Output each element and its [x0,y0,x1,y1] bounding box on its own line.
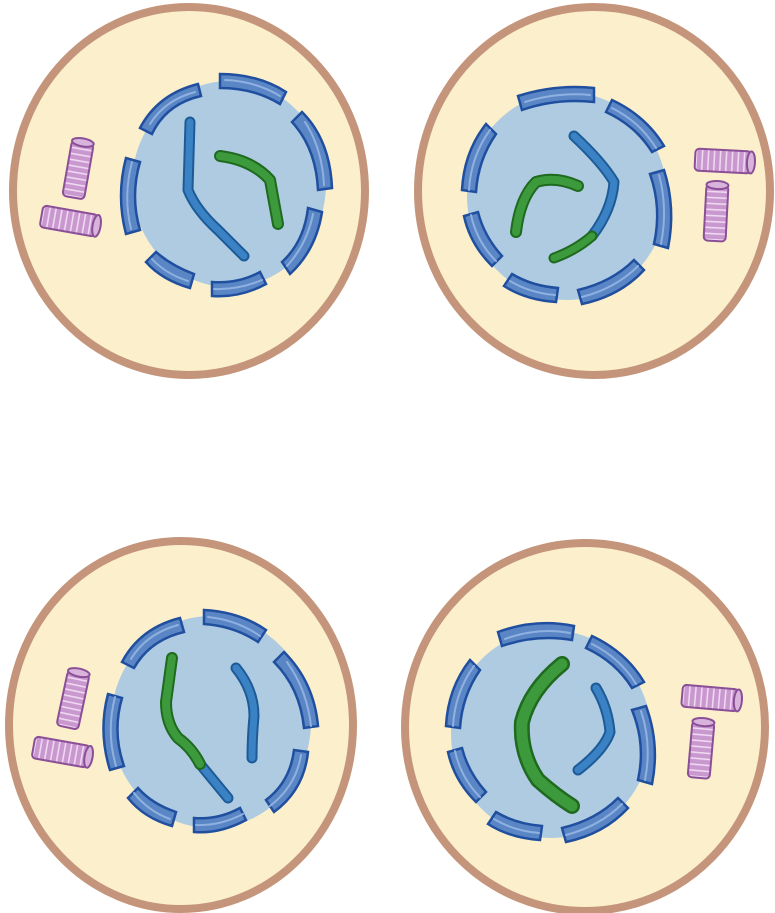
cell-4 [405,543,765,911]
cell-3 [9,541,353,909]
cell-2 [418,7,770,375]
centriole [704,180,729,241]
cell-1 [13,7,365,375]
centriole [688,717,715,779]
centriole [694,149,755,174]
centriole [681,685,743,712]
